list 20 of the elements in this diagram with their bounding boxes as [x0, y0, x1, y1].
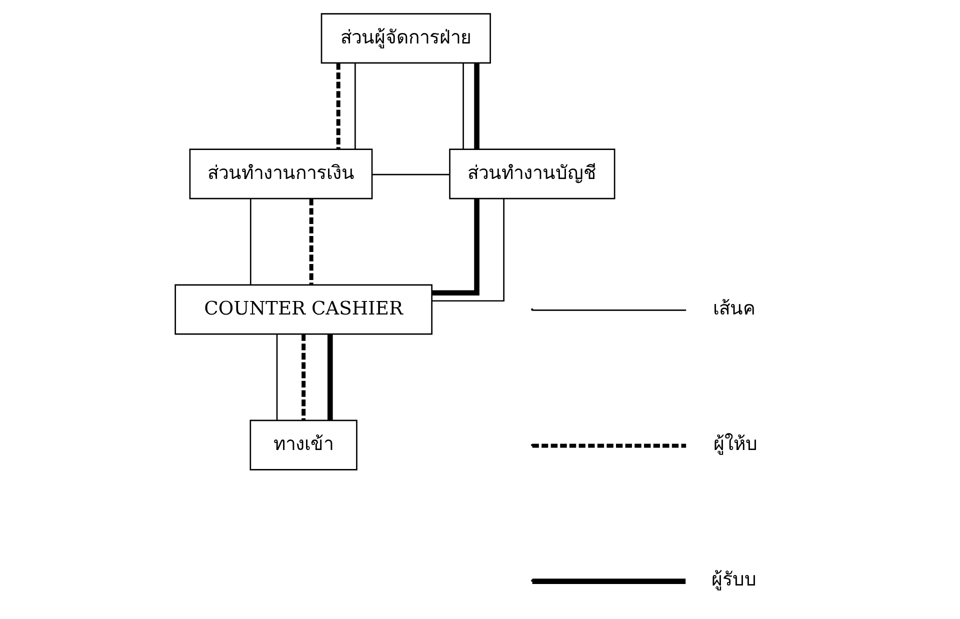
connector [328, 334, 333, 420]
connector [462, 63, 464, 150]
node-box: ทางเข้า [250, 420, 358, 470]
legend-label: ผู้รับบ [712, 570, 757, 591]
connector [302, 334, 306, 420]
node-box: ส่วนทำงานบัญชี [449, 148, 616, 200]
legend-label: ผู้ให้บ [714, 434, 758, 455]
connector [474, 63, 480, 150]
connector [432, 199, 504, 302]
node-box: COUNTER CASHIER [174, 284, 432, 335]
connector [309, 198, 314, 285]
connector [250, 198, 252, 285]
legend-label: เส้นค [713, 298, 756, 320]
connector [276, 334, 278, 420]
node-box: ส่วนทำงานการเงิน [189, 148, 373, 200]
connector [372, 174, 450, 176]
connector [354, 63, 356, 150]
node-box: ส่วนผู้จัดการฝ่าย [320, 13, 491, 64]
connector [336, 63, 340, 150]
connector [432, 198, 480, 296]
